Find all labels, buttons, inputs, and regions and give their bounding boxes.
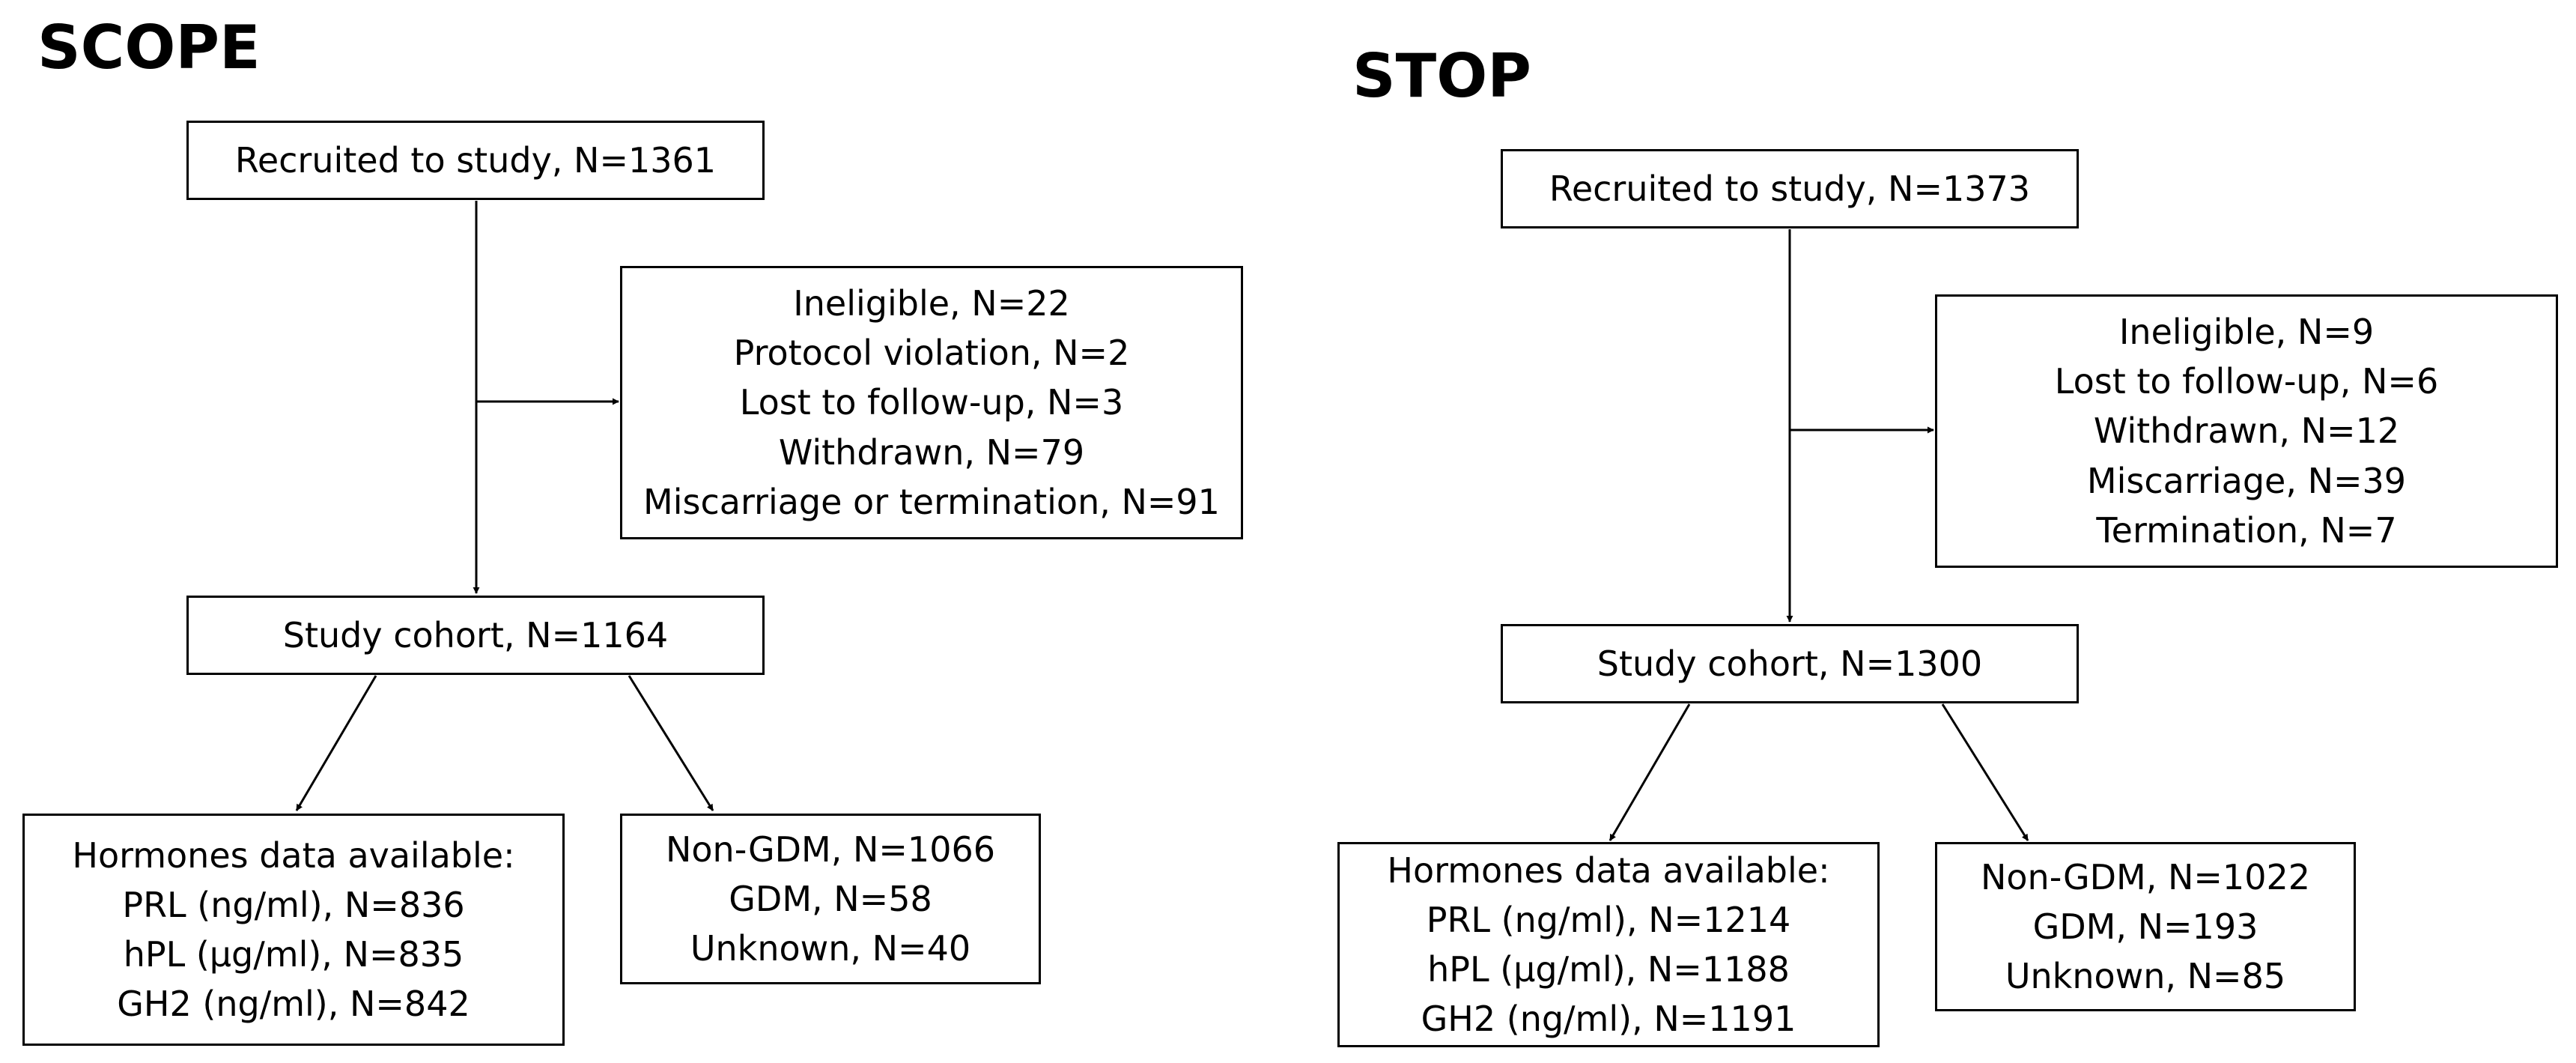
- stop-hormones-item: PRL (ng/ml), N=1214: [1426, 899, 1791, 940]
- stop-hormones-box: Hormones data available: PRL (ng/ml), N=…: [1337, 842, 1880, 1047]
- stop-title: STOP: [1352, 41, 1531, 111]
- stop-cohort-label: Study cohort, N=1300: [1597, 643, 1983, 684]
- scope-recruited-box: Recruited to study, N=1361: [186, 121, 765, 200]
- scope-hormones-box: Hormones data available: PRL (ng/ml), N=…: [22, 814, 565, 1046]
- stop-recruited-label: Recruited to study, N=1373: [1549, 168, 2031, 209]
- scope-hormones-item: GH2 (ng/ml), N=842: [117, 984, 470, 1025]
- stop-gdm-item: Non-GDM, N=1022: [1980, 856, 2310, 897]
- stop-exclusion-item: Ineligible, N=9: [2118, 311, 2375, 352]
- scope-hormones-heading: Hormones data available:: [72, 835, 515, 876]
- stop-gdm-item: Unknown, N=85: [2005, 956, 2286, 997]
- stop-recruited-box: Recruited to study, N=1373: [1501, 149, 2079, 228]
- scope-cohort-label: Study cohort, N=1164: [282, 614, 669, 655]
- stop-hormones-item: GH2 (ng/ml), N=1191: [1421, 999, 1796, 1040]
- stop-hormones-heading: Hormones data available:: [1387, 850, 1830, 891]
- stop-hormones-item: hPL (µg/ml), N=1188: [1427, 949, 1790, 990]
- scope-gdm-item: Unknown, N=40: [690, 928, 971, 969]
- scope-hormones-item: hPL (µg/ml), N=835: [123, 934, 464, 975]
- scope-arrow-to-hormones: [295, 675, 377, 811]
- scope-gdm-item: Non-GDM, N=1066: [665, 829, 995, 870]
- stop-exclusion-item: Lost to follow-up, N=6: [2054, 361, 2439, 402]
- scope-exclusion-item: Ineligible, N=22: [793, 282, 1070, 324]
- scope-exclusion-item: Withdrawn, N=79: [778, 431, 1085, 473]
- stop-arrow-to-gdm: [1941, 703, 2029, 841]
- stop-exclusion-item: Miscarriage, N=39: [2086, 460, 2407, 501]
- scope-hormones-item: PRL (ng/ml), N=836: [122, 884, 465, 925]
- stop-cohort-box: Study cohort, N=1300: [1501, 624, 2079, 703]
- scope-exclusions-box: Ineligible, N=22 Protocol violation, N=2…: [620, 266, 1243, 539]
- scope-exclusion-item: Miscarriage or termination, N=91: [643, 481, 1220, 522]
- stop-gdm-box: Non-GDM, N=1022 GDM, N=193 Unknown, N=85: [1935, 842, 2356, 1011]
- scope-title: SCOPE: [37, 13, 261, 82]
- scope-gdm-item: GDM, N=58: [729, 878, 932, 919]
- stop-gdm-item: GDM, N=193: [2032, 906, 2258, 947]
- scope-gdm-box: Non-GDM, N=1066 GDM, N=58 Unknown, N=40: [620, 814, 1041, 984]
- stop-exclusion-item: Withdrawn, N=12: [2093, 411, 2400, 452]
- stop-exclusion-item: Termination, N=7: [2096, 509, 2397, 551]
- stop-exclusions-box: Ineligible, N=9 Lost to follow-up, N=6 W…: [1935, 294, 2558, 568]
- scope-recruited-label: Recruited to study, N=1361: [234, 139, 717, 181]
- scope-cohort-box: Study cohort, N=1164: [186, 596, 765, 675]
- stop-arrow-to-hormones: [1609, 703, 1691, 841]
- scope-arrow-to-gdm: [628, 675, 714, 811]
- scope-exclusion-item: Protocol violation, N=2: [733, 333, 1130, 374]
- scope-exclusion-item: Lost to follow-up, N=3: [739, 382, 1124, 423]
